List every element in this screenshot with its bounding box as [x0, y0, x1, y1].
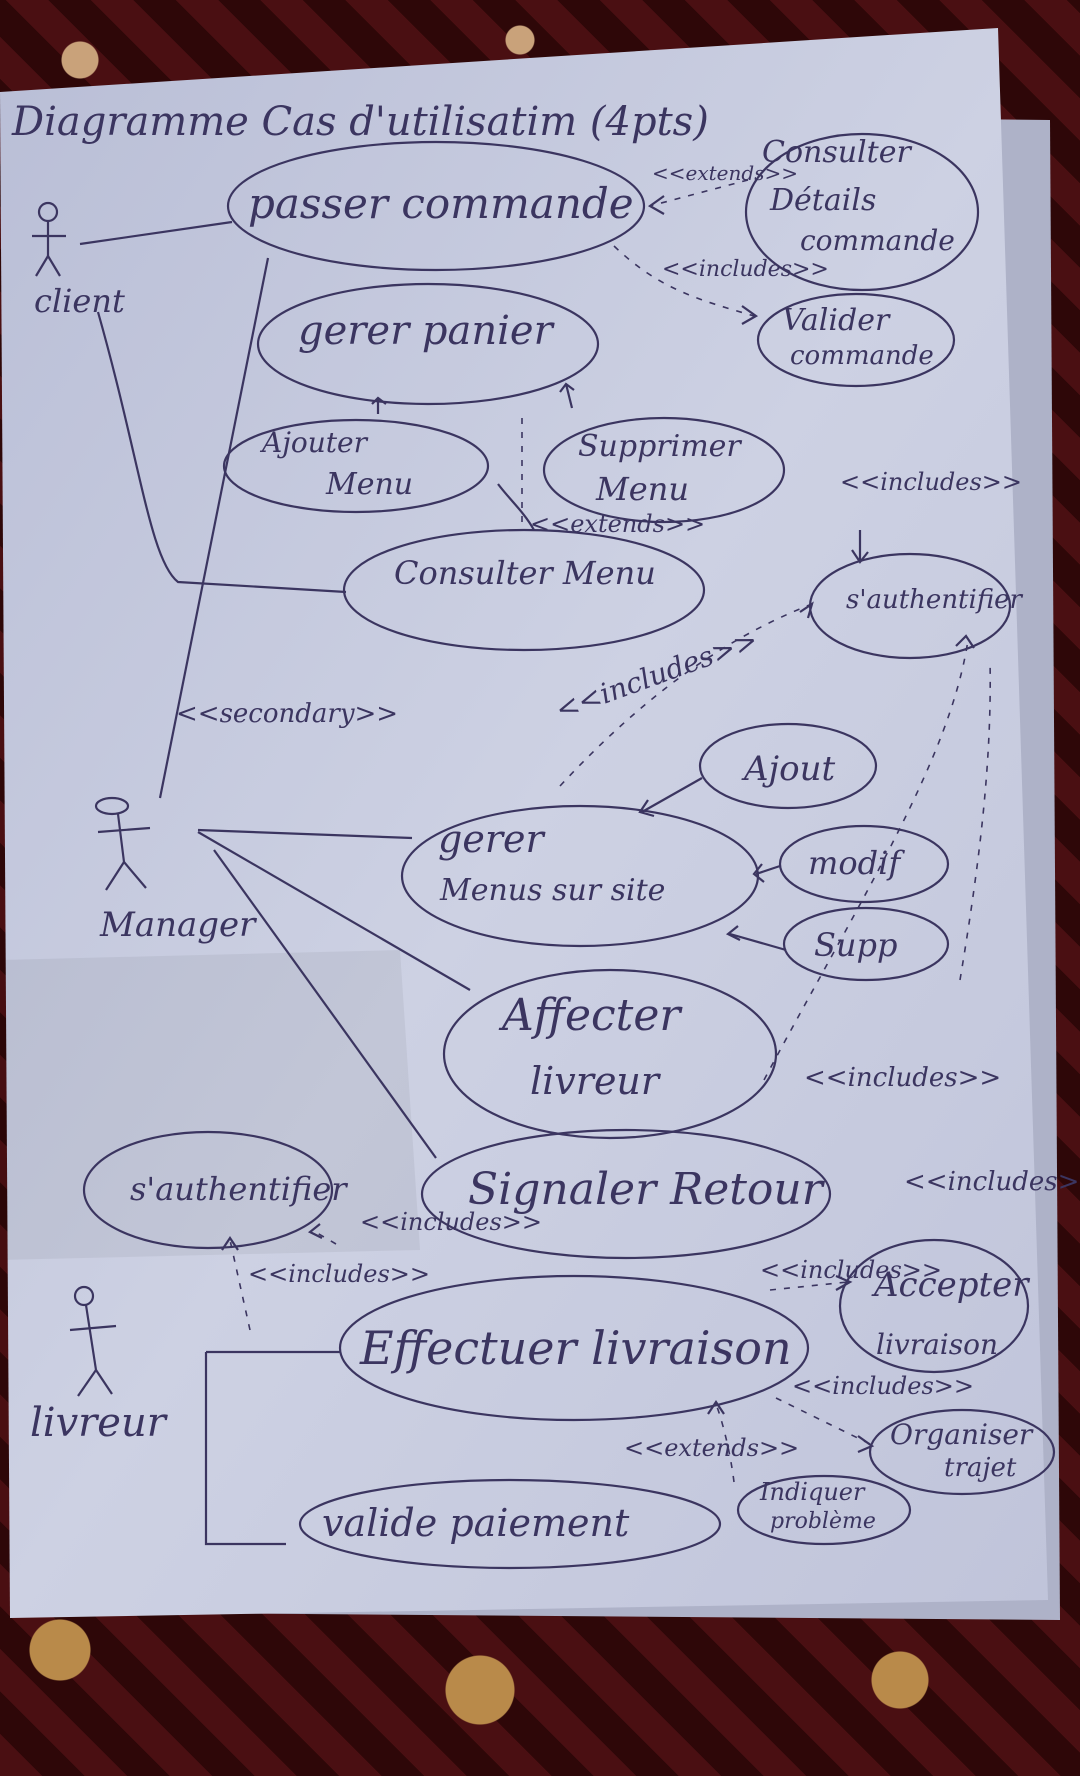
label-includes-2: <<includes>> [840, 468, 1022, 496]
usecase-valide-paiement [298, 1478, 722, 1570]
label-includes-4: <<includes>> [804, 1063, 1001, 1093]
usecase-supp [782, 906, 950, 982]
usecase-modif-label: modif [808, 844, 905, 882]
usecase-consulter-details [744, 132, 980, 292]
label-includes-9: <<includes>> [792, 1372, 974, 1400]
label-includes-8: <<includes>> [760, 1256, 942, 1284]
usecase-affecter-livreur [442, 968, 778, 1140]
usecase-ajout-label: Ajout [741, 749, 835, 789]
actor-client-label: client [34, 282, 125, 320]
usecase-organiser-trajet-line2: trajet [944, 1453, 1017, 1483]
usecase-affecter-livreur-line2: livreur [530, 1059, 662, 1103]
usecase-indiquer-probleme-line1: Indiquer [759, 1478, 866, 1506]
usecase-gerer-panier-label: gerer panier [298, 308, 556, 354]
usecase-indiquer-probleme [736, 1474, 912, 1546]
label-secondary: <<secondary>> [176, 699, 398, 729]
usecase-organiser-trajet-line1: Organiser [890, 1418, 1034, 1451]
association-lines [79, 220, 471, 1546]
usecase-effectuer-livraison [338, 1274, 810, 1422]
usecase-accepter-livraison-line2: livraison [876, 1328, 998, 1361]
usecase-organiser-trajet [868, 1408, 1056, 1496]
usecase-passer-commande [226, 140, 646, 272]
label-extends-1: <<extends>> [652, 161, 798, 185]
usecase-consulter-menu-label: Consulter Menu [394, 554, 656, 592]
usecase-gerer-panier [256, 282, 600, 406]
usecase-indiquer-probleme-line2: problème [770, 1509, 876, 1534]
label-includes-7: <<includes>> [248, 1260, 430, 1288]
usecase-consulter-details-line2: Détails [769, 183, 876, 218]
actor-client [32, 201, 66, 277]
shadow-area [0, 950, 420, 1260]
usecase-supprimer-menu-line2: Menu [595, 470, 689, 508]
actor-manager [94, 796, 151, 891]
actor-livreur-label: livreur [30, 1400, 169, 1446]
paper-sheet [0, 28, 1048, 1618]
label-includes-5: <<includes>> [904, 1167, 1080, 1197]
usecase-valider-commande-line1: Valider [782, 303, 891, 338]
diagram-title: Diagramme Cas d'utilisatim (4pts) [11, 99, 709, 145]
usecase-ajout [698, 722, 878, 810]
usecase-accepter-livraison-line1: Accepter [871, 1265, 1030, 1305]
usecase-valider-commande [756, 292, 956, 388]
usecase-affecter-livreur-line1: Affecter [498, 990, 683, 1041]
usecase-consulter-menu [342, 528, 706, 652]
usecase-gerer-menus-line2: Menus sur site [439, 873, 665, 908]
label-extends-3: <<extends>> [624, 1434, 799, 1462]
usecase-accepter-livraison [838, 1238, 1030, 1374]
label-includes-1: <<includes>> [662, 257, 829, 282]
usecase-effectuer-livraison-label: Effectuer livraison [359, 1321, 792, 1375]
usecase-valider-commande-line2: commande [790, 341, 934, 371]
usecase-signaler-retour [420, 1128, 832, 1260]
usecase-signaler-retour-label: Signaler Retour [468, 1164, 826, 1215]
usecase-authentifier-top-label: s'authentifier [846, 585, 1024, 615]
usecase-valide-paiement-label: valide paiement [322, 1501, 630, 1545]
usecase-ajouter-menu [222, 418, 490, 514]
usecase-modif [778, 824, 950, 904]
usecase-consulter-details-line1: Consulter [762, 135, 912, 170]
usecase-passer-commande-label: passer commande [248, 179, 634, 228]
usecase-supp-label: Supp [814, 926, 898, 964]
usecase-gerer-menus-line1: gerer [438, 817, 546, 861]
usecase-consulter-details-line3: commande [800, 224, 955, 257]
usecase-supprimer-menu-line1: Supprimer [578, 429, 742, 464]
dependency-arrows [221, 179, 992, 1483]
usecase-authentifier-bottom [82, 1130, 334, 1250]
actor-manager-label: Manager [99, 905, 257, 945]
label-includes-6: <<includes>> [360, 1208, 542, 1236]
usecase-supprimer-menu [542, 416, 786, 524]
usecase-authentifier-bottom-label: s'authentifier [130, 1170, 348, 1208]
usecase-ajouter-menu-line1: Ajouter [259, 426, 369, 459]
actor-livreur [69, 1285, 117, 1397]
usecase-ajouter-menu-line2: Menu [325, 467, 413, 502]
label-extends-2: <<extends>> [530, 510, 705, 538]
